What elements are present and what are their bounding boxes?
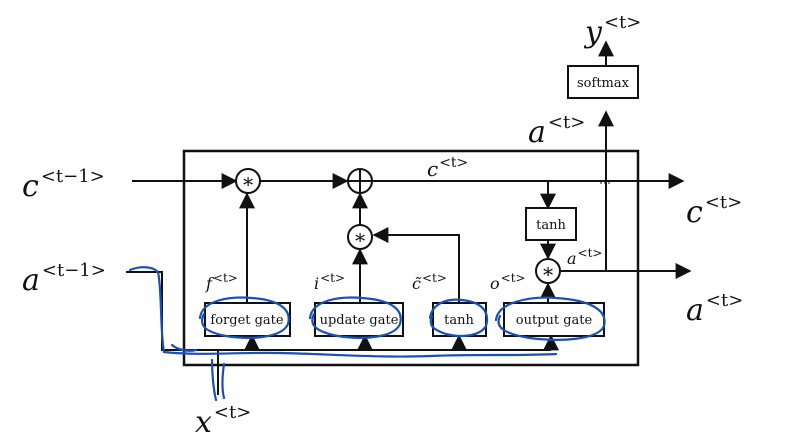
c-t-top-label: c<t> <box>427 155 468 181</box>
svg-text:forget gate: forget gate <box>210 313 284 328</box>
update-multiply-op: ∗ <box>347 224 373 250</box>
tanh-cell-box: tanh <box>525 207 577 241</box>
a-t-inner-label: a<t> <box>567 246 602 268</box>
tanh-candidate-box: tanh <box>432 302 487 337</box>
x-t-label: x<t> <box>195 402 251 440</box>
output-multiply-op: ∗ <box>535 258 561 284</box>
update-gate-box: update gate <box>314 302 404 337</box>
svg-text:softmax: softmax <box>577 76 630 91</box>
y-t-label: y<t> <box>583 12 641 50</box>
svg-text:∗: ∗ <box>353 225 367 249</box>
svg-text:∗: ∗ <box>541 259 555 283</box>
f-t-label: f<t> <box>205 271 238 293</box>
a-t-output-label: a<t> <box>686 290 743 328</box>
a-t-softmax-label: a<t> <box>528 112 585 150</box>
o-t-label: o<t> <box>490 271 526 293</box>
ctilde-t-label: c̃<t> <box>412 271 447 293</box>
c-prev-label: c<t−1> <box>22 166 105 204</box>
i-t-label: i<t> <box>314 271 345 293</box>
svg-text:output gate: output gate <box>516 313 593 328</box>
a-prev-label: a<t−1> <box>22 260 106 298</box>
c-t-output-label: c<t> <box>686 192 742 230</box>
handwritten-annotations <box>128 266 606 402</box>
svg-text:tanh: tanh <box>536 218 566 233</box>
cell-add-op <box>347 168 373 194</box>
svg-text:update gate: update gate <box>320 313 399 328</box>
forget-multiply-op: ∗ <box>235 168 261 194</box>
forget-gate-box: forget gate <box>204 302 291 337</box>
tanh-candidate-to-mult-wire <box>372 227 460 303</box>
output-gate-box: output gate <box>503 302 605 337</box>
svg-text:∗: ∗ <box>241 169 255 193</box>
lstm-cell-box <box>182 149 640 367</box>
softmax-box: softmax <box>567 65 639 99</box>
svg-text:tanh: tanh <box>444 313 474 328</box>
